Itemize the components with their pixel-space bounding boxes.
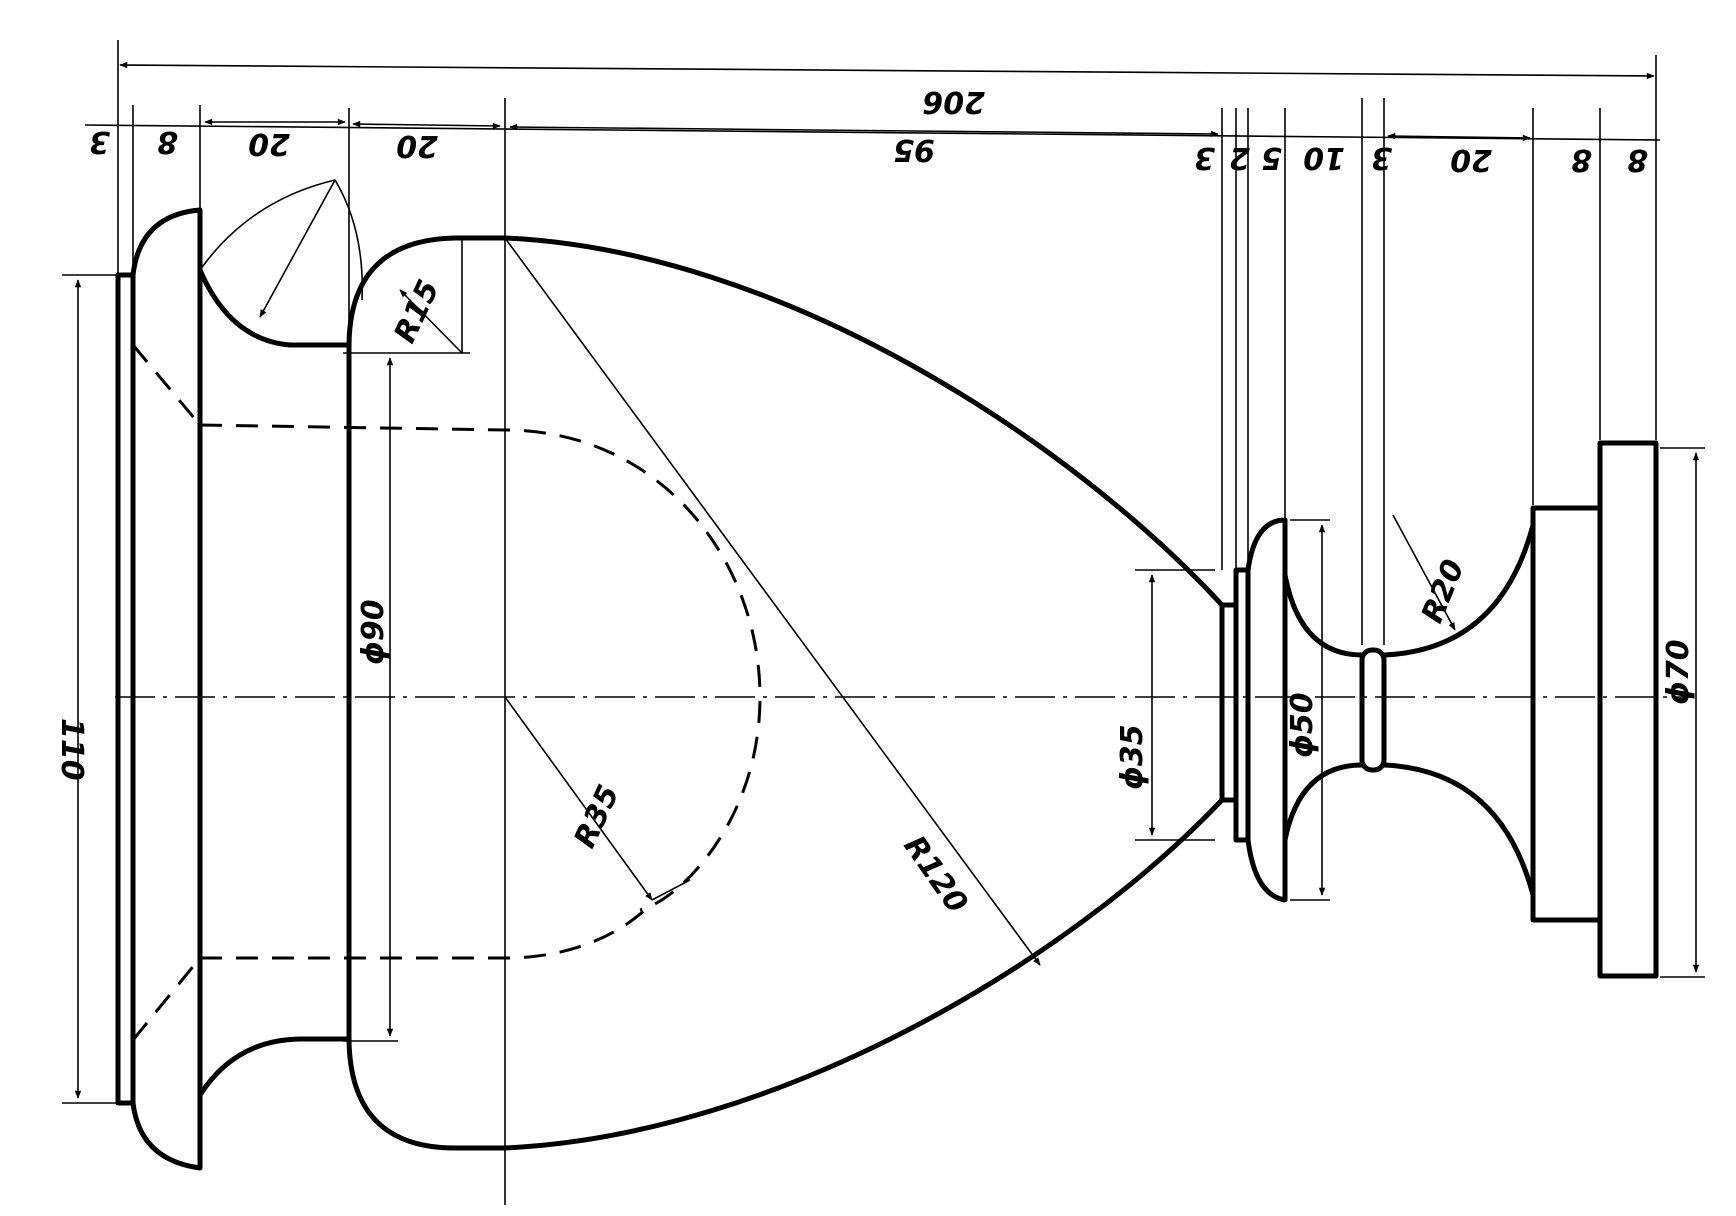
dim-phi90: ϕ90: [356, 599, 391, 665]
dim-3-b: 3: [1194, 140, 1215, 175]
dim-phi35: ϕ35: [1115, 724, 1150, 790]
dim-r15: R15: [388, 275, 447, 349]
dimension-labels: 206 3 8 20 20 95 3 2 5 10 3 20 8 8 110 ϕ…: [54, 84, 1696, 920]
dim-phi50: ϕ50: [1285, 692, 1320, 758]
dim-8-b: 8: [1571, 142, 1592, 177]
dim-20-b: 20: [396, 128, 438, 163]
dim-8-c: 8: [1627, 142, 1648, 177]
dim-3-left: 3: [89, 124, 110, 159]
dim-phi70: ϕ70: [1661, 639, 1696, 705]
dim-r20: R20: [1415, 555, 1472, 628]
radius-leaders: [199, 179, 1456, 966]
dim-20-c: 20: [1450, 142, 1492, 177]
dim-8-left: 8: [157, 124, 178, 159]
dim-20-a: 20: [248, 126, 290, 161]
dim-206: 206: [922, 84, 985, 119]
dim-r35: R35: [568, 780, 627, 854]
dim-r120: R120: [896, 830, 974, 920]
dim-3-c: 3: [1371, 140, 1392, 175]
extension-lines: [62, 40, 1705, 1205]
dim-95: 95: [893, 132, 935, 167]
part-outline: [115, 207, 1659, 1171]
dim-5: 5: [1261, 140, 1282, 175]
dimension-lines: [74, 61, 1700, 1099]
dim-10: 10: [1303, 140, 1345, 175]
dim-2: 2: [1229, 140, 1250, 175]
hidden-lines: [131, 344, 762, 1041]
dim-110: 110: [54, 718, 89, 781]
